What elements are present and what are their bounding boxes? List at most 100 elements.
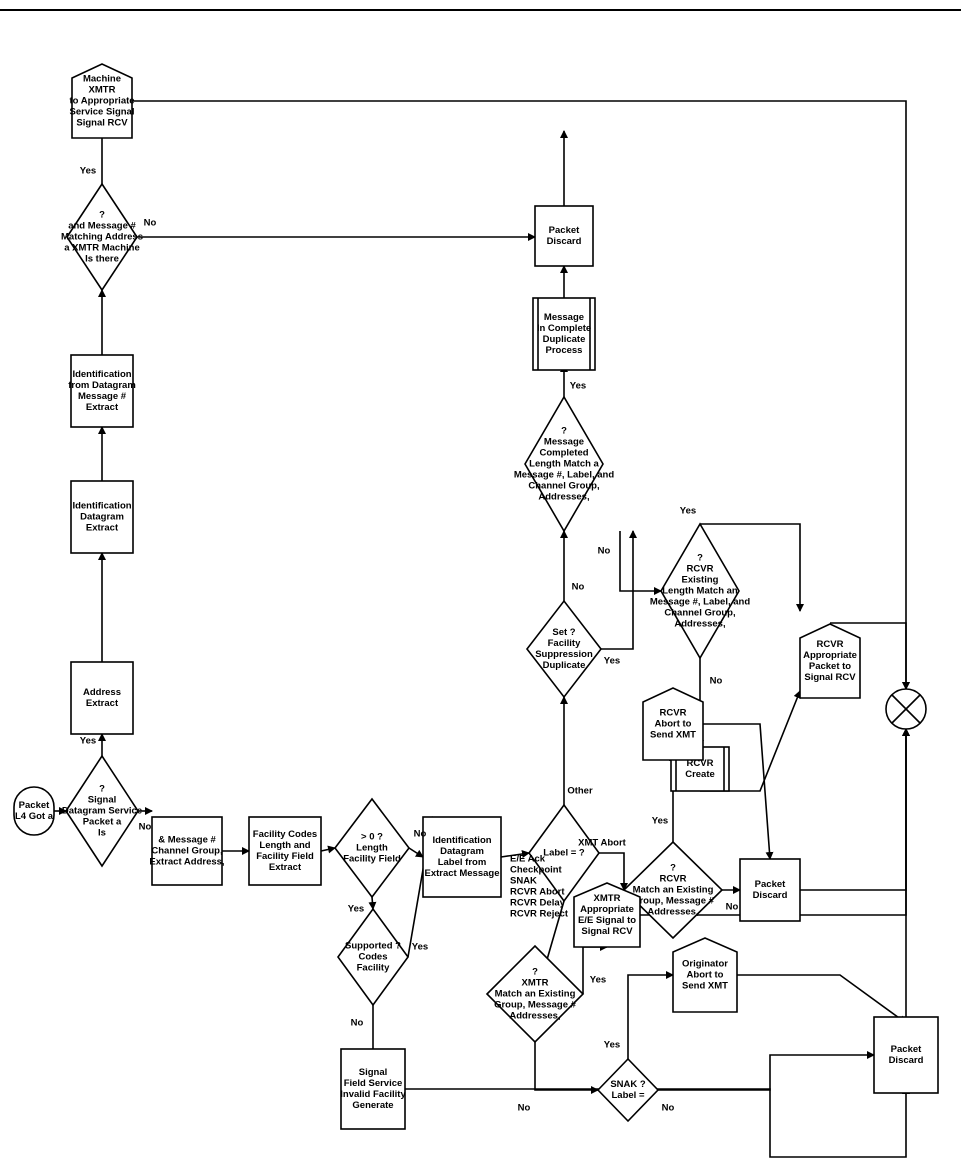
flowchart-edge-labels: YesNoYesNoNoYesYesNoOtherNoYesYesNoYesNo… — [80, 166, 739, 1114]
node-label: Identification — [72, 369, 131, 380]
node-label: a XMTR Machine — [64, 243, 140, 254]
node-label: Extract — [269, 862, 302, 873]
node-label: Duplicate — [543, 660, 586, 671]
edge-label-yes: Yes — [604, 656, 620, 667]
node-label: Packet — [549, 225, 580, 236]
node-label: Signal RCV — [804, 672, 856, 683]
edge-label-no: No — [710, 676, 723, 687]
edge-label-yes: Yes — [652, 816, 668, 827]
node-label: Discard — [889, 1055, 924, 1066]
flowchart-connectors — [54, 100, 927, 1158]
node-label: Supported ? — [345, 941, 401, 952]
node-label: Message #, Label, and — [514, 470, 615, 481]
node-label: RCVR — [687, 758, 714, 769]
connector-e-xmtr-yes-ee — [582, 943, 608, 994]
node-label: Extract — [86, 523, 119, 534]
connector-e-snak-yes — [627, 971, 674, 1059]
connector-e-dup-yes — [601, 530, 637, 650]
node-label: Appropriate — [580, 904, 634, 915]
node-label: XMTR — [594, 893, 621, 904]
node-label: ? — [670, 863, 676, 874]
node-label: Completed — [539, 448, 588, 459]
node-label: Generate — [352, 1100, 393, 1111]
node-label: Extract Address, — [149, 857, 224, 868]
edge-label-no: No — [414, 829, 427, 840]
connector-e-len-yes — [368, 896, 377, 910]
node-label: Length Match an — [662, 586, 738, 597]
node-label: ? — [561, 426, 567, 437]
node-label: Facility Codes — [253, 829, 317, 840]
node-label: XMTR — [89, 85, 116, 96]
node-label-snak: Label =SNAK ? — [596, 1057, 660, 1123]
node-label: Packet — [755, 879, 786, 890]
node-label: Identification — [72, 501, 131, 512]
node-label: Create — [685, 769, 715, 780]
node-label: Length and — [259, 840, 310, 851]
node-label: Label = — [612, 1090, 645, 1101]
node-xmtr-match: Addresses,Group, Message #Match an Exist… — [485, 944, 585, 1044]
node-label: Service Signal — [70, 107, 135, 118]
node-label: Addresses, — [509, 1011, 560, 1022]
connector-e-fac-len — [320, 845, 336, 854]
edge-label-ee-list-item: RCVR Delay — [510, 898, 566, 909]
connector-e-sig-sum — [830, 622, 910, 690]
node-label: Appropriate — [803, 650, 857, 661]
edge-label-yes: Yes — [680, 506, 696, 517]
edge-label-no: No — [572, 582, 585, 593]
edge-label-ee-list-item: RCVR Reject — [510, 909, 569, 920]
node-label: Group, Message # — [632, 896, 715, 907]
node-label: Facility — [357, 963, 390, 974]
node-label: Packet — [891, 1044, 922, 1055]
connector-e-svc-sum — [132, 100, 910, 690]
node-label: Channel Group, — [664, 608, 735, 619]
connector-e-inv-disc — [405, 1086, 910, 1158]
node-label: Channel Group, — [151, 846, 222, 857]
node-label: Address — [83, 687, 121, 698]
node-label: and Message # — [68, 221, 136, 232]
edge-label-ee-list-item: RCVR Abort — [510, 887, 565, 898]
node-label: Extract — [86, 698, 119, 709]
node-label: Packet to — [809, 661, 851, 672]
node-label: Length — [356, 843, 388, 854]
node-label: Addresses, — [674, 619, 725, 630]
node-label: Match an Existing — [495, 989, 576, 1000]
node-label: Message — [544, 312, 584, 323]
node-label: Machine — [83, 74, 121, 85]
node-label: Duplicate — [543, 334, 586, 345]
connector-e-sendabort-disc — [703, 723, 774, 860]
node-label: In Complete — [537, 323, 591, 334]
node-label: Match an Existing — [633, 885, 714, 896]
edge-label-no: No — [518, 1103, 531, 1114]
node-label: XMTR — [522, 978, 549, 989]
connector-e-extlbl-label — [500, 850, 530, 858]
connector-e-discmid-sum — [800, 728, 910, 891]
node-label: to Appropriate — [69, 96, 134, 107]
node-label: Invalid Facility — [340, 1089, 406, 1100]
edge-label-ee-list-item: Checkpoint — [510, 865, 563, 876]
node-label: Channel Group, — [528, 481, 599, 492]
node-label: Existing — [682, 575, 719, 586]
connector-e-label-abort — [599, 852, 628, 891]
connector-e-orig-disc — [737, 974, 907, 1024]
edge-label-no: No — [726, 902, 739, 913]
node-label: from Datagram — [68, 380, 136, 391]
connector-e-len-no — [408, 847, 424, 858]
node-label: Process — [546, 345, 583, 356]
node-extract-addr-group-msg: Extract Address,Channel Group,& Message … — [149, 816, 225, 886]
node-xmt-abort-match: Addresses,Group, Message #Match an Exist… — [622, 840, 724, 940]
